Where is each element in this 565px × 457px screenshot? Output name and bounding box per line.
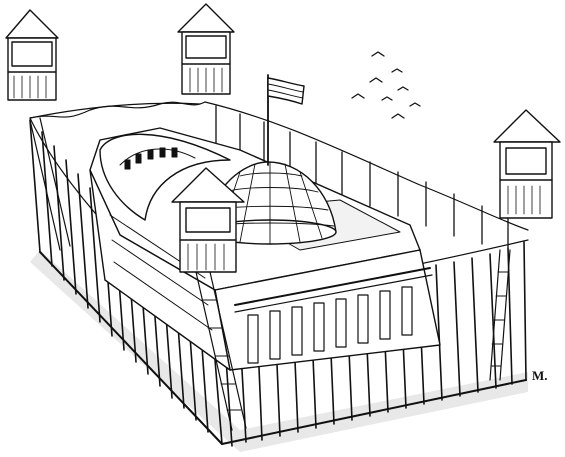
watchtower-center bbox=[177, 3, 235, 95]
watchtower-front bbox=[171, 167, 247, 431]
ground-shadow bbox=[30, 250, 528, 452]
flag bbox=[267, 74, 305, 166]
facade-columns bbox=[234, 267, 433, 364]
watchtower-right bbox=[489, 109, 561, 381]
birds bbox=[351, 51, 421, 119]
parliament-building bbox=[89, 74, 441, 371]
watchtower-left bbox=[5, 9, 71, 251]
artist-signature: M. bbox=[532, 368, 548, 383]
